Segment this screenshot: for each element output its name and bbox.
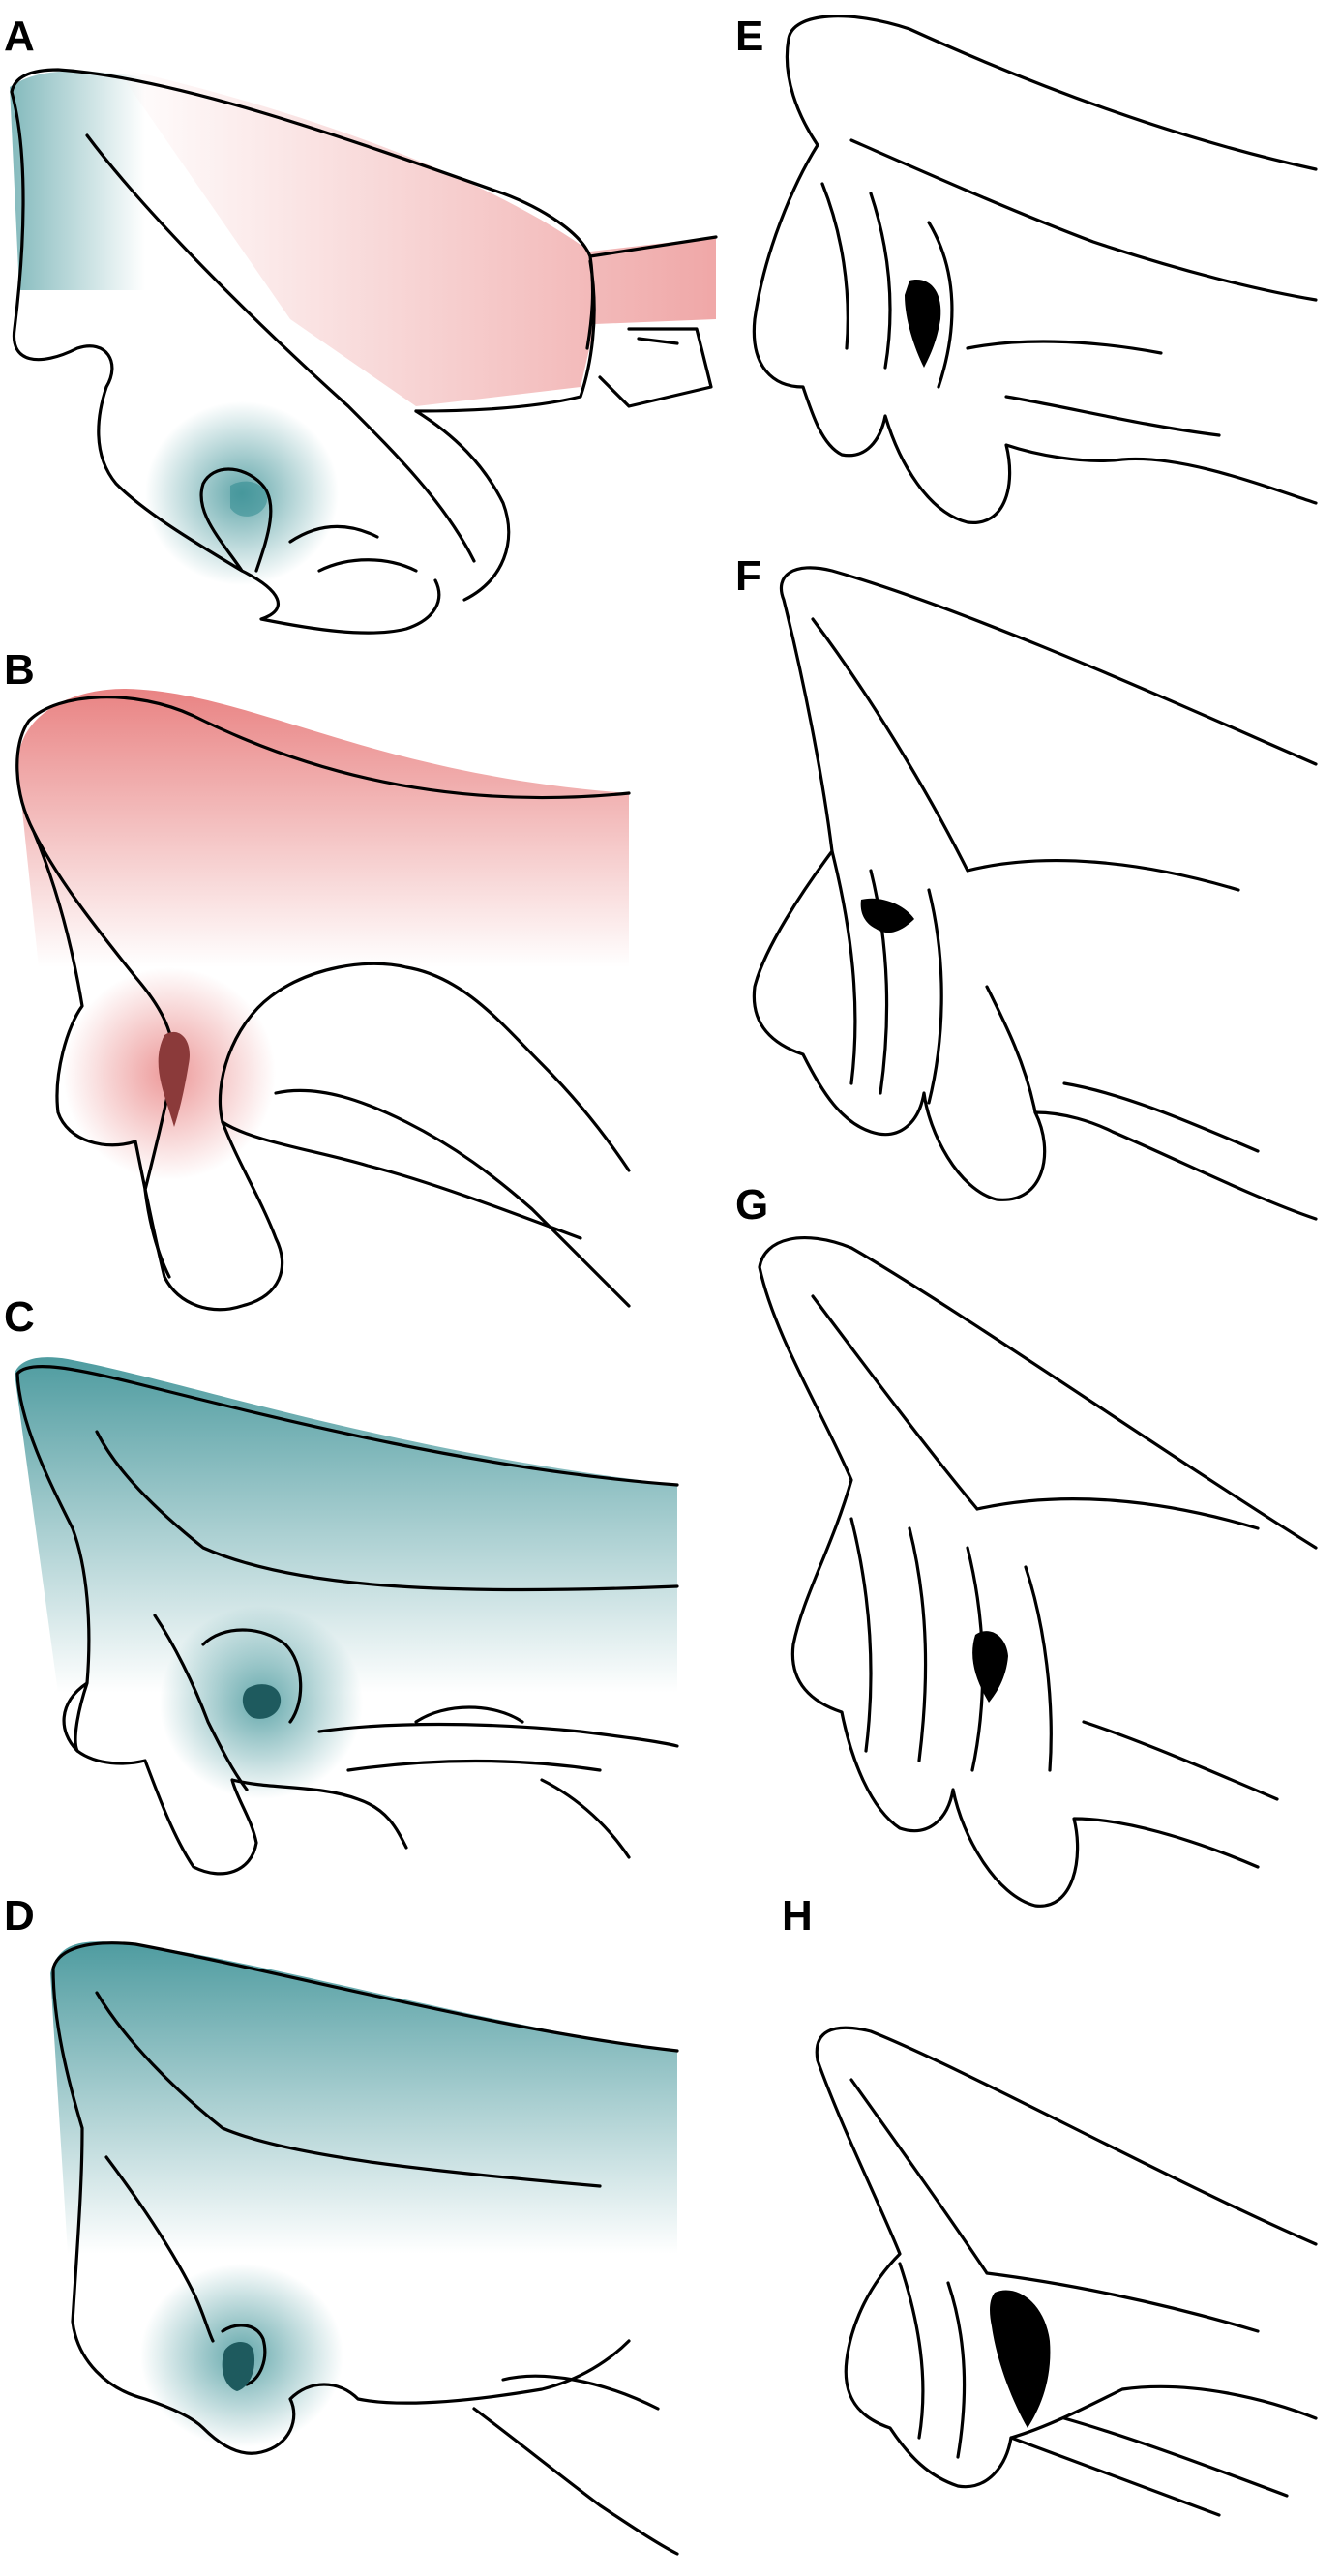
panel-g-foramen bbox=[972, 1631, 1008, 1703]
panel-c-foramen bbox=[242, 1684, 282, 1719]
panel-h-outline bbox=[815, 2026, 1318, 2489]
panel-b-detail-lines bbox=[143, 1088, 631, 1308]
panel-d-label: D bbox=[4, 1892, 35, 1939]
panel-c-shading-teal bbox=[15, 1357, 677, 1693]
panel-f: F bbox=[735, 552, 1318, 1221]
panel-c: C bbox=[4, 1293, 679, 1876]
panel-a-foramen bbox=[230, 481, 268, 517]
panel-h-foramen bbox=[990, 2290, 1051, 2428]
panel-a-shading-red bbox=[116, 68, 716, 406]
panel-d-foramen bbox=[222, 2342, 255, 2391]
panel-d: D bbox=[4, 1892, 679, 2556]
panel-a-label: A bbox=[4, 13, 35, 60]
panel-e-foramen bbox=[905, 280, 941, 368]
panel-a-outline bbox=[10, 68, 718, 635]
panel-d-outline bbox=[51, 1941, 679, 2455]
panel-e-label: E bbox=[735, 13, 763, 60]
panel-a-detail-lines bbox=[85, 133, 713, 602]
panel-f-detail-lines bbox=[811, 617, 1260, 1153]
panel-g-outline bbox=[758, 1236, 1318, 1908]
panel-a: A bbox=[4, 13, 718, 635]
panel-g-label: G bbox=[735, 1181, 768, 1229]
panel-b-label: B bbox=[4, 646, 35, 694]
panel-e: E bbox=[735, 13, 1318, 524]
panel-b-foramen bbox=[158, 1031, 190, 1127]
panel-f-label: F bbox=[735, 552, 761, 600]
panel-h-detail-lines bbox=[849, 2078, 1289, 2517]
panel-d-detail-lines bbox=[95, 1991, 679, 2556]
panel-d-shading-teal bbox=[50, 1941, 677, 2254]
panel-f-outline bbox=[752, 566, 1318, 1221]
panel-h: H bbox=[782, 1892, 1318, 2517]
panel-a-shading-teal bbox=[10, 71, 145, 290]
panel-b: B bbox=[4, 646, 631, 1312]
panel-b-shading-red bbox=[17, 689, 629, 967]
panel-f-foramen bbox=[860, 898, 914, 933]
panel-e-detail-lines bbox=[820, 138, 1318, 437]
panel-c-detail-lines bbox=[95, 1430, 679, 1859]
panel-c-label: C bbox=[4, 1293, 35, 1341]
panel-g: G bbox=[735, 1181, 1318, 1908]
panel-c-outline bbox=[15, 1364, 679, 1876]
panel-e-outline bbox=[752, 15, 1318, 524]
panel-h-label: H bbox=[782, 1892, 813, 1939]
